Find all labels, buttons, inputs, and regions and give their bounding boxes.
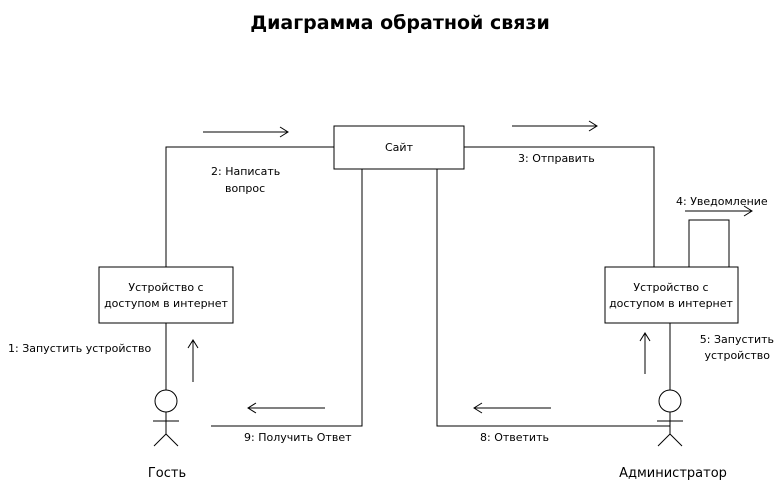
- guest-to-site-link: [165, 146, 334, 267]
- site-label: Сайт: [385, 141, 414, 154]
- message-4-label: 4: Уведомление: [676, 195, 768, 208]
- guest-device-label-line1: Устройство с: [128, 281, 203, 294]
- message-9-label: 9: Получить Ответ: [244, 431, 352, 444]
- message-3-label: 3: Отправить: [518, 152, 595, 165]
- arrow-left-icon: [247, 402, 325, 414]
- site-to-admin-link: [464, 146, 655, 267]
- guest-device-box: [98, 266, 234, 324]
- notification-self-loop: [688, 219, 730, 267]
- arrow-up-icon: [187, 339, 199, 382]
- message-8-label: 8: Ответить: [480, 431, 549, 444]
- admin-device-label-line1: Устройство с: [633, 281, 708, 294]
- connector-lines: [165, 146, 730, 427]
- admin-device-box: [604, 266, 739, 324]
- guest-device-label-line2: доступом в интернет: [104, 297, 228, 310]
- message-5-label-line1: 5: Запустить: [700, 333, 774, 346]
- message-2-label-line2: вопрос: [225, 182, 265, 195]
- arrow-up-icon: [639, 332, 651, 374]
- arrow-right-icon: [685, 205, 753, 217]
- message-1-label: 1: Запустить устройство: [8, 342, 151, 355]
- arrow-right-icon: [512, 120, 598, 132]
- arrow-left-icon: [473, 402, 551, 414]
- message-2-label-line1: 2: Написать: [211, 165, 280, 178]
- guest-actor-label: Гость: [148, 466, 186, 481]
- message-5-label-line2: устройство: [705, 349, 771, 362]
- admin-actor-label: Администратор: [619, 466, 727, 481]
- site-box: [333, 125, 465, 170]
- admin-actor-icon: [657, 389, 683, 447]
- site-to-guest-reply-link: [211, 169, 363, 427]
- diagram-title: Диаграмма обратной связи: [250, 12, 550, 34]
- admin-to-site-reply-link: [436, 169, 670, 427]
- guest-actor-icon: [153, 389, 179, 447]
- arrow-right-icon: [203, 126, 289, 138]
- admin-device-label-line2: доступом в интернет: [609, 297, 733, 310]
